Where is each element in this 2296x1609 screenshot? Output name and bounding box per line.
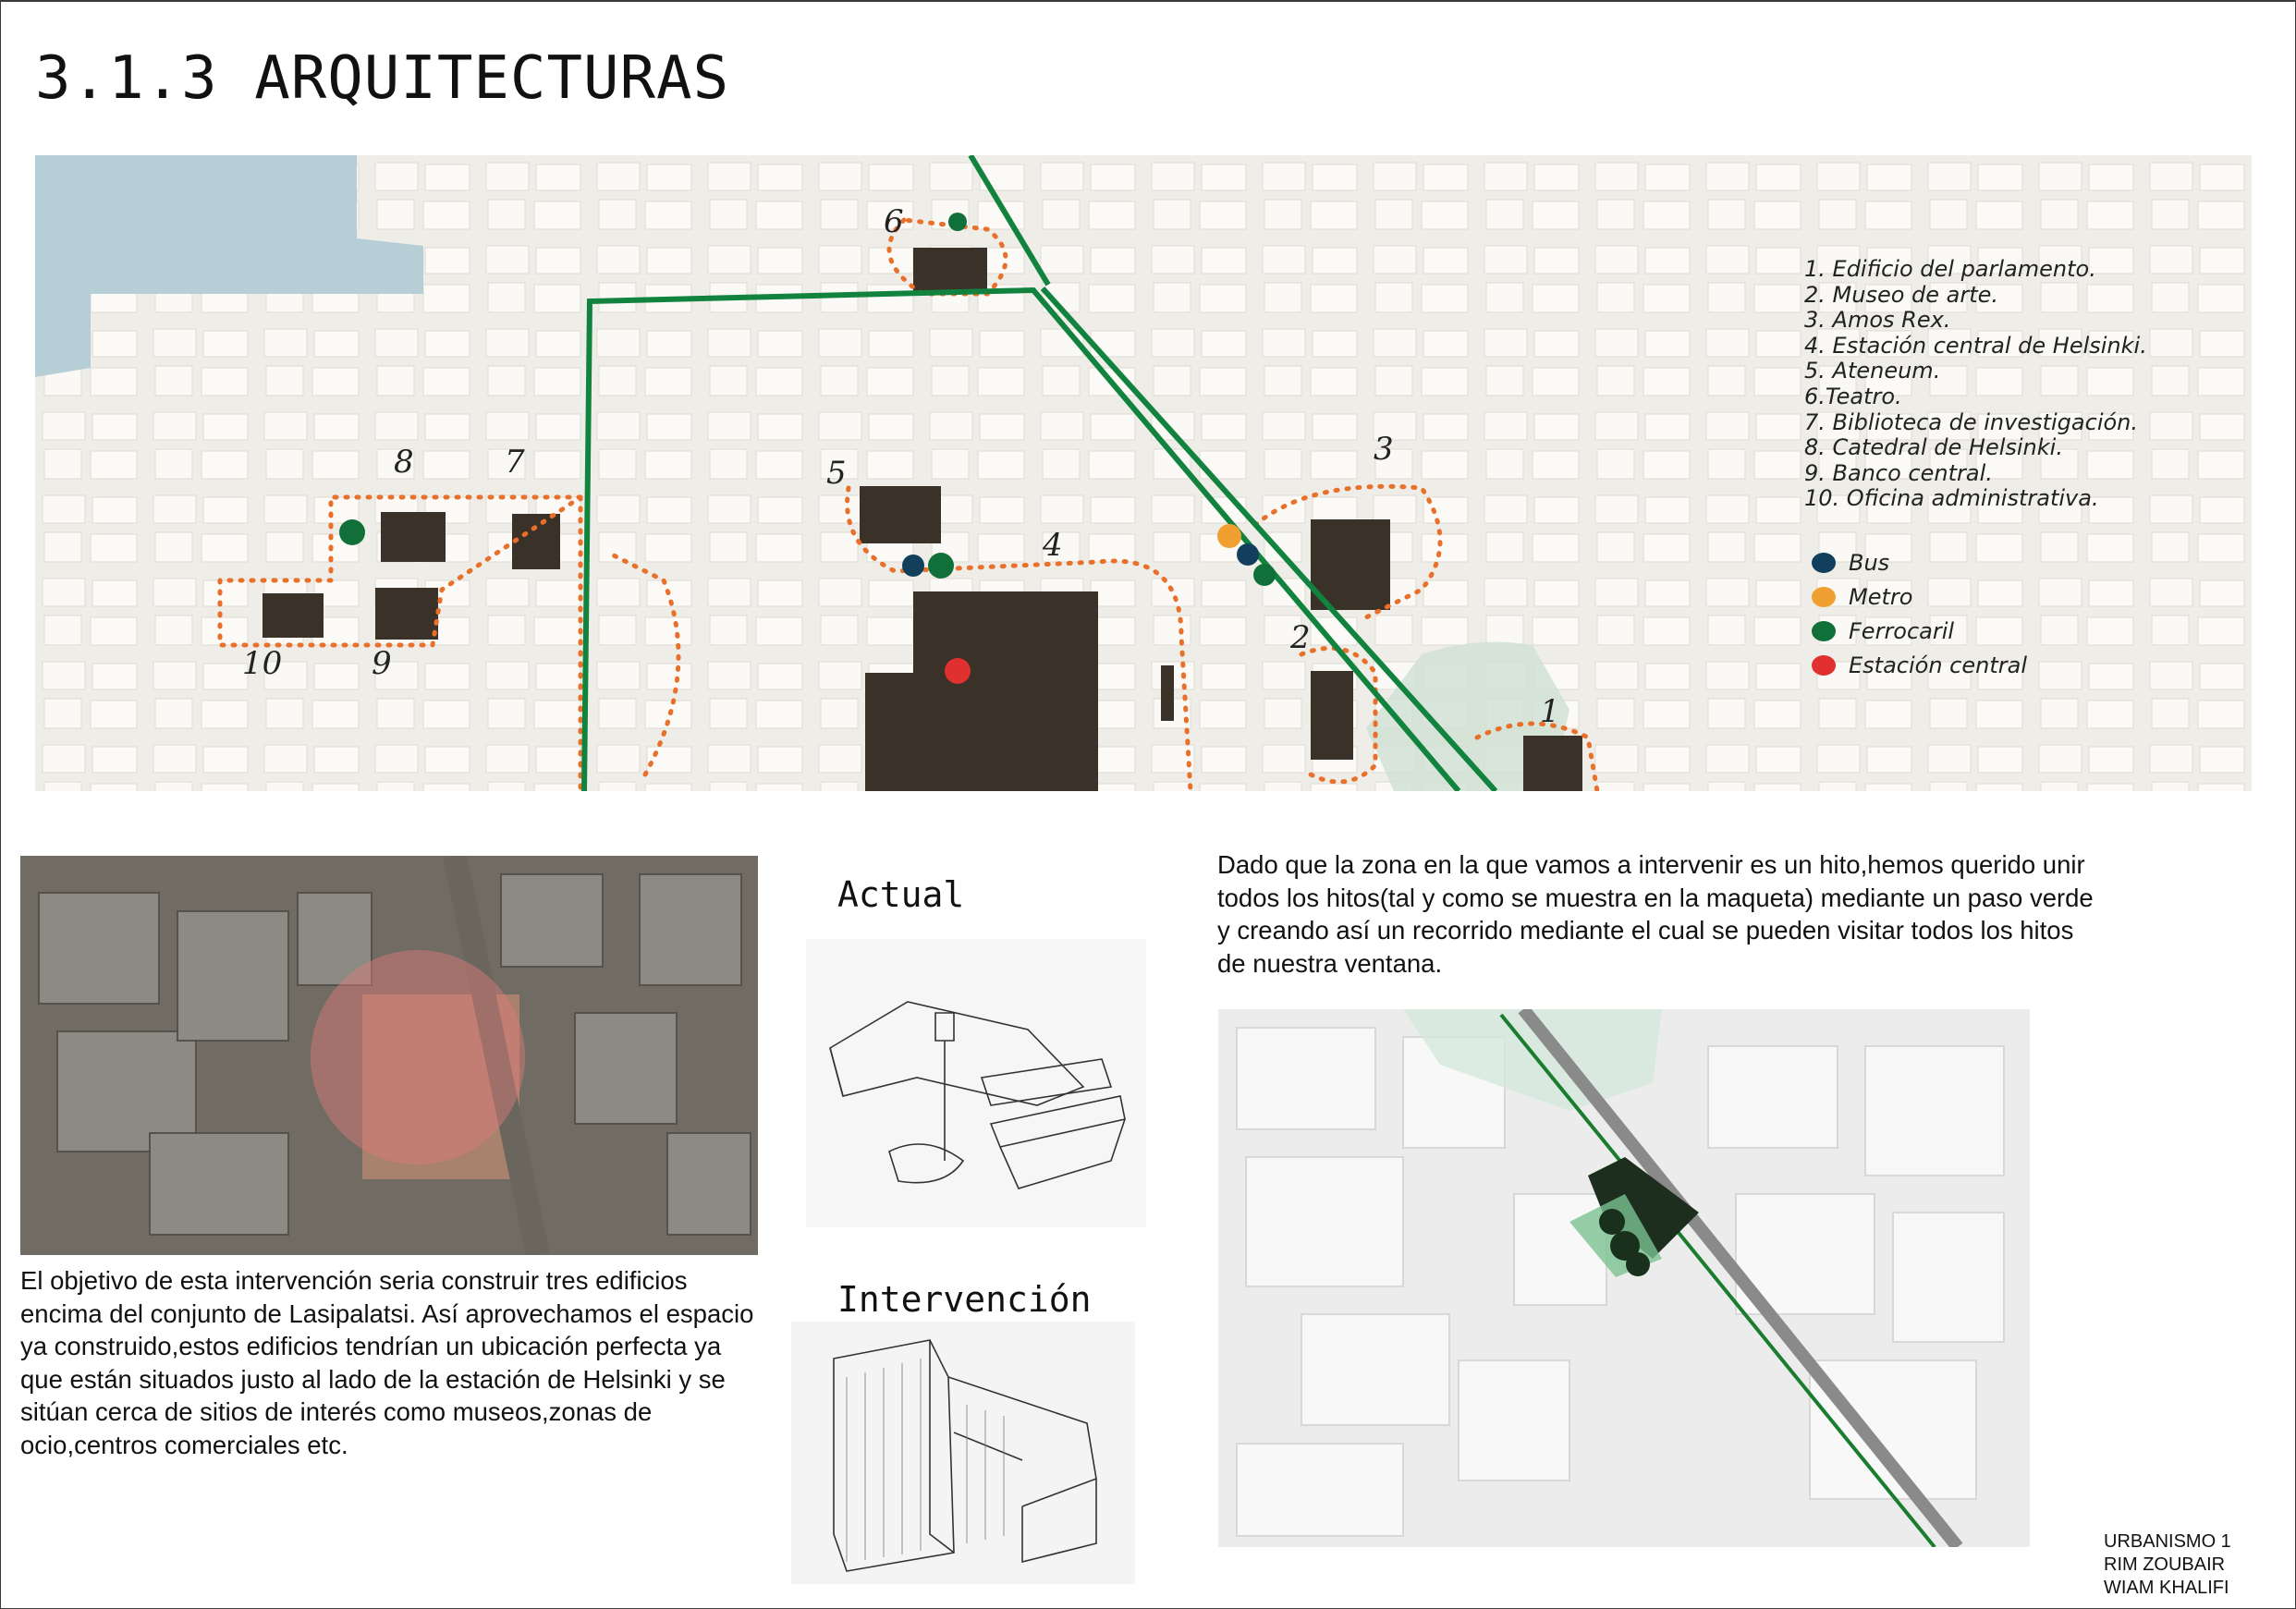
description-right: Dado que la zona en la que vamos a inter… [1217, 850, 2094, 978]
legend-row-ferrocaril: Ferrocaril [1812, 614, 2027, 648]
legend-row-metro: Metro [1812, 579, 2027, 614]
sketch-actual [806, 939, 1146, 1227]
route-map [1218, 1009, 2030, 1547]
green-path [1499, 1013, 1936, 1547]
route-map-svg [1218, 1009, 2030, 1547]
marker-5: 5 [826, 455, 847, 492]
marker-8: 8 [394, 444, 414, 481]
station-dot-icon [1812, 654, 1836, 676]
aerial-svg [20, 856, 758, 1255]
park-area [1403, 1009, 1662, 1111]
marker-10: 10 [242, 645, 283, 682]
marker-2: 2 [1290, 619, 1311, 656]
park-area [1366, 641, 1569, 791]
legend-item: 5. Ateneum. [1804, 358, 1941, 384]
main-map-svg [35, 155, 2252, 791]
legend-item: 2. Museo de arte. [1804, 281, 1999, 308]
building-9-banco [375, 588, 438, 640]
landmark-buildings [263, 248, 1582, 791]
legend-item: 1. Edificio del parlamento. [1804, 256, 2096, 282]
legend-item: 9. Banco central. [1804, 459, 1993, 486]
building-6-teatro [913, 248, 987, 294]
intervention-highlight [311, 950, 525, 1164]
marker-4: 4 [1043, 527, 1063, 564]
building-10-oficina [263, 593, 324, 638]
legend-label: Metro [1849, 583, 1913, 610]
legend-item: 3. Amos Rex. [1804, 307, 1951, 334]
rail-line [1518, 1009, 1963, 1547]
description-left: El objetivo de esta intervención seria c… [20, 1266, 754, 1459]
page-title: 3.1.3 ARQUITECTURAS [35, 44, 730, 113]
transport-legend: Bus Metro Ferrocaril Estación central [1812, 545, 2027, 682]
legend-label: Bus [1849, 549, 1890, 576]
marker-3: 3 [1374, 431, 1394, 468]
legend-item: 4. Estación central de Helsinki. [1804, 332, 2147, 359]
marker-9: 9 [372, 645, 392, 682]
legend-item: 6.Teatro. [1804, 383, 1902, 409]
main-map: 1 2 3 4 5 6 7 8 9 10 [35, 155, 2252, 791]
landmarks-legend: 1. Edificio del parlamento. 2. Museo de … [1804, 256, 2147, 512]
intervencion-heading: Intervención [837, 1279, 1092, 1320]
credits: URBANISMO 1 RIM ZOUBAIR WIAM KHALIFI [2104, 1530, 2231, 1600]
train-dot-icon [1812, 620, 1836, 641]
sketch-actual-svg [806, 939, 1146, 1227]
building-3-amosrex [1311, 519, 1390, 610]
legend-item: 10. Oficina administrativa. [1804, 485, 2099, 512]
metro-dot-icon [1812, 586, 1836, 607]
building-2-museo [1311, 671, 1353, 760]
legend-row-estacion: Estación central [1812, 648, 2027, 682]
legend-label: Ferrocaril [1849, 617, 1955, 644]
green-route [581, 155, 1498, 791]
actual-heading: Actual [837, 874, 965, 915]
building-4-annex [865, 673, 976, 791]
building-8-catedral [381, 512, 446, 562]
sketch-intervencion [791, 1322, 1135, 1584]
credit-line: RIM ZOUBAIR [2104, 1554, 2226, 1575]
building-1-parlamento [1523, 736, 1582, 791]
credit-line: URBANISMO 1 [2104, 1531, 2231, 1552]
legend-row-bus: Bus [1812, 545, 2027, 579]
intervention-building [1588, 1157, 1699, 1259]
marker-6: 6 [884, 203, 904, 240]
aerial-photo [20, 856, 758, 1255]
transport-dots [339, 213, 1276, 684]
building-7-biblioteca [512, 514, 560, 569]
bus-dot-icon [1812, 552, 1836, 573]
building-5-ateneum [860, 486, 941, 543]
water-area [35, 155, 423, 377]
credit-line: WIAM KHALIFI [2104, 1578, 2229, 1598]
legend-item: 8. Catedral de Helsinki. [1804, 434, 2063, 461]
legend-item: 7. Biblioteca de investigación. [1804, 408, 2139, 435]
marker-1: 1 [1540, 693, 1560, 730]
marker-7: 7 [505, 444, 525, 481]
sketch-intervencion-svg [791, 1322, 1135, 1584]
legend-label: Estación central [1849, 652, 2027, 678]
